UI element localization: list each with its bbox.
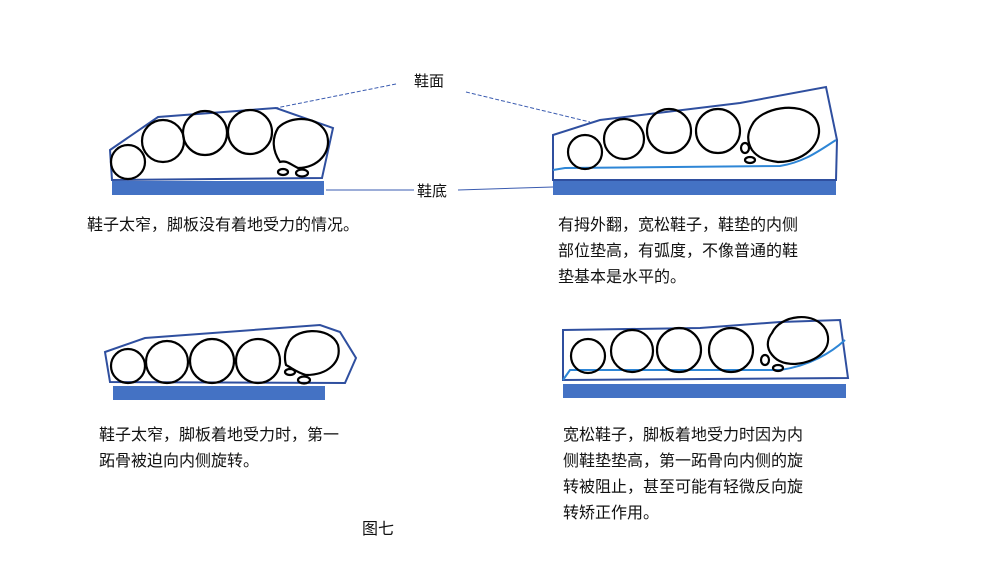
toe-bones (109, 108, 330, 181)
caption-line: 宽松鞋子，脚板着地受力时因为内 (563, 425, 804, 444)
shoe-narrow-loaded (103, 323, 358, 400)
shoe-sole (563, 384, 846, 398)
shoe-upper (103, 323, 358, 385)
leader-lines (275, 83, 591, 191)
caption-line: 部位垫高，有弧度，不像普通的鞋 (558, 241, 799, 260)
toe-bones (109, 330, 340, 385)
caption-line: 转被阻止，甚至可能有轻微反向旋 (563, 477, 804, 496)
caption-line: 鞋子太窄，脚板着地受力时，第一 (99, 425, 340, 444)
sole-leader-right (457, 186, 554, 191)
upper-leader-right (465, 91, 591, 123)
label-sole: 鞋底 (417, 182, 448, 200)
shoe-wide-arched-loaded (562, 315, 850, 398)
upper-leader-left (275, 83, 397, 109)
caption-line: 跖骨被迫向内侧旋转。 (99, 451, 260, 470)
caption-line: 垫基本是水平的。 (558, 267, 687, 286)
caption-panel2: 有拇外翻，宽松鞋子，鞋垫的内侧 部位垫高，有弧度，不像普通的鞋 垫基本是水平的。 (558, 212, 798, 290)
caption-panel4: 宽松鞋子，脚板着地受力时因为内 侧鞋垫垫高，第一跖骨向内侧的旋 转被阻止，甚至可… (563, 422, 803, 526)
label-upper: 鞋面 (414, 72, 445, 90)
caption-line: 转矫正作用。 (563, 503, 660, 522)
caption-panel1: 鞋子太窄，脚板没有着地受力的情况。 (87, 212, 359, 238)
caption-line: 鞋子太窄，脚板没有着地受力的情况。 (87, 215, 360, 234)
shoe-sole (553, 181, 836, 195)
shoe-narrow-unloaded (108, 106, 335, 195)
shoe-sole (113, 386, 325, 400)
caption-line: 侧鞋垫垫高，第一跖骨向内侧的旋 (563, 451, 804, 470)
shoe-upper (108, 106, 335, 182)
shoe-sole (112, 181, 324, 195)
insole-curve (552, 139, 837, 171)
figure-label: 图七 (362, 519, 395, 538)
shoe-upper (552, 85, 839, 181)
shoe-wide-arched-unloaded (552, 85, 839, 195)
caption-panel3: 鞋子太窄，脚板着地受力时，第一 跖骨被迫向内侧旋转。 (99, 422, 339, 474)
toe-bones (566, 106, 821, 171)
toe-bones (569, 315, 830, 375)
caption-line: 有拇外翻，宽松鞋子，鞋垫的内侧 (558, 215, 799, 234)
